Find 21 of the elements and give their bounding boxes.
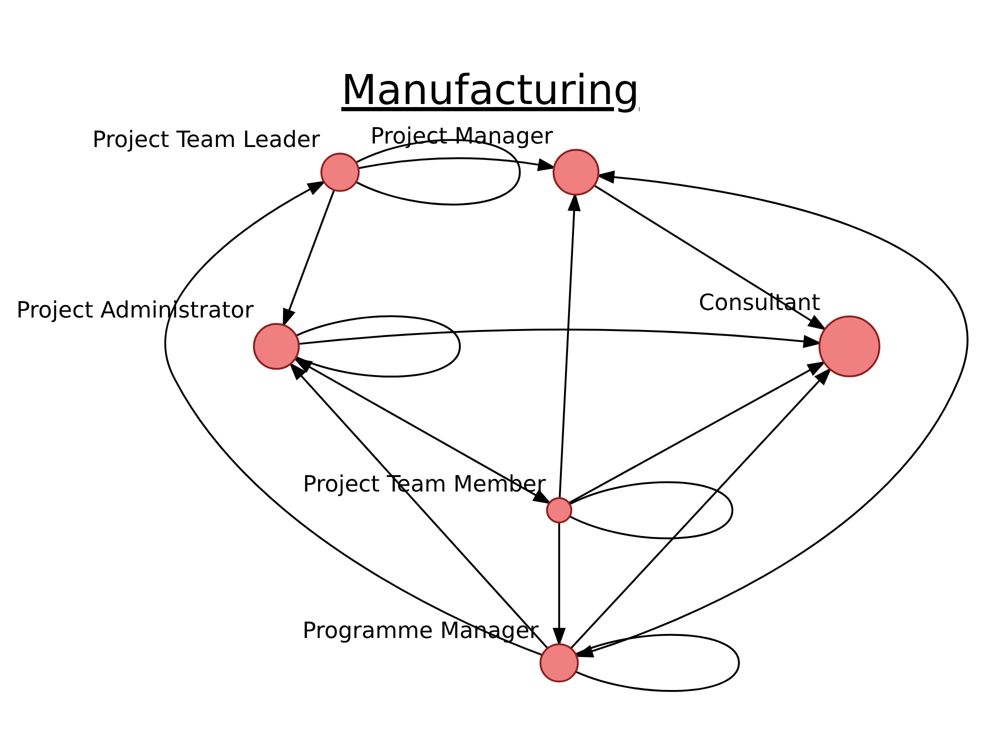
node-circle <box>252 322 300 370</box>
connector <box>576 634 740 692</box>
arrow <box>552 522 566 646</box>
connector <box>570 480 734 539</box>
node-circle <box>546 496 572 523</box>
arrow <box>570 366 832 648</box>
node-circle <box>818 315 880 377</box>
arrow <box>568 360 826 504</box>
connector <box>356 138 521 205</box>
arrow <box>164 180 542 656</box>
arrow <box>293 357 552 504</box>
node-label: Project Manager <box>370 122 554 149</box>
arrow <box>594 184 827 330</box>
node-label: Project Team Leader <box>92 126 320 153</box>
node-circle <box>552 148 600 196</box>
node-circle <box>540 642 579 682</box>
diagram-title: Manufacturing <box>341 66 640 114</box>
node-circle <box>320 152 360 192</box>
connector <box>296 314 461 377</box>
arrow <box>282 190 335 328</box>
arrow <box>288 362 548 648</box>
